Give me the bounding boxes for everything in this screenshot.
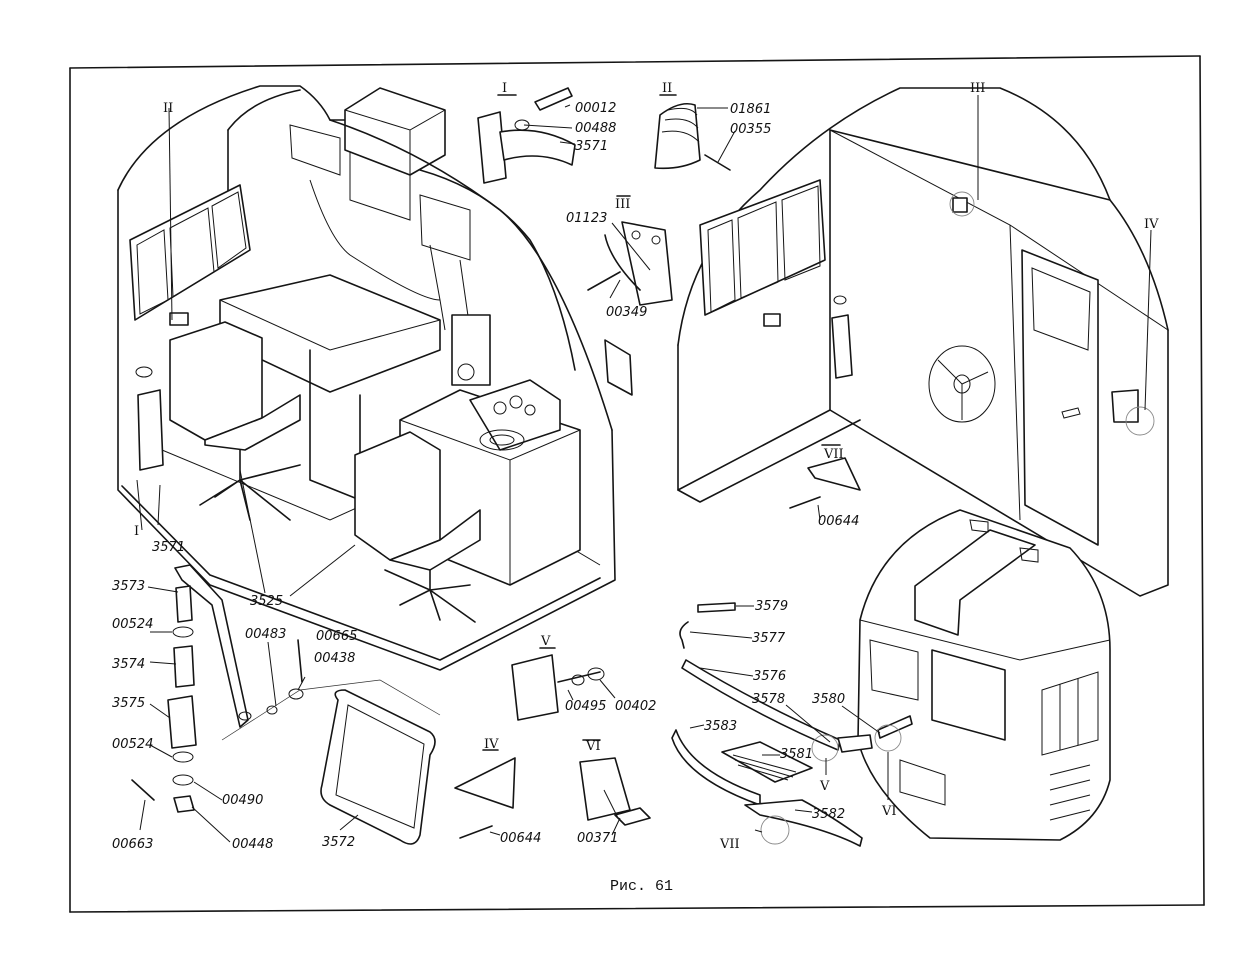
label-00644-left: 00644	[500, 831, 541, 846]
label-3582: 3582	[812, 807, 845, 822]
post-assembly	[131, 564, 304, 813]
label-3583: 3583	[704, 719, 737, 734]
view-marker-I: I	[502, 81, 507, 96]
figure-caption: Рис. 61	[610, 878, 673, 895]
view-marker-II: II	[662, 81, 672, 96]
cushion-3572	[221, 679, 441, 845]
label-00483: 00483	[245, 627, 286, 642]
view-marker-II-left: II	[163, 101, 173, 116]
label-3525: 3525	[250, 594, 283, 609]
label-00488: 00488	[575, 121, 616, 136]
label-00349: 00349	[606, 305, 647, 320]
view-marker-I-left: I	[134, 524, 139, 539]
leader-lines-parts	[139, 104, 889, 843]
label-3578: 3578	[752, 692, 785, 707]
label-00524-top: 00524	[112, 617, 153, 632]
leader-lines-right	[977, 95, 1152, 411]
trim-parts	[671, 602, 913, 847]
label-00371: 00371	[577, 831, 618, 846]
cab-shell-right	[677, 87, 1169, 597]
view-marker-VII-right: VII	[823, 447, 844, 462]
leader-lines-left	[136, 107, 356, 597]
detail-VI	[579, 739, 651, 826]
label-3571: 3571	[575, 139, 608, 154]
cab-interior-left	[117, 85, 633, 671]
label-3575: 3575	[112, 696, 145, 711]
detail-VII	[789, 444, 861, 509]
detail-IV	[454, 749, 516, 839]
view-markers: II I I II III III IV VII V IV VI V VI VI…	[134, 81, 1159, 852]
label-3581: 3581	[780, 747, 813, 762]
label-3574: 3574	[112, 657, 145, 672]
part-number-labels: 00012 00488 3571 01861 00355 01123 00349…	[112, 101, 859, 852]
view-marker-VI-nose: VI	[881, 804, 897, 819]
view-marker-V: V	[540, 634, 551, 649]
label-3580: 3580	[812, 692, 845, 707]
label-3576: 3576	[753, 669, 786, 684]
view-marker-IV-right: IV	[1144, 217, 1159, 232]
label-00355: 00355	[730, 122, 771, 137]
detail-V	[511, 647, 605, 721]
label-00448: 00448	[232, 837, 273, 852]
label-3577: 3577	[752, 631, 786, 646]
detail-II	[654, 94, 731, 171]
label-00495: 00495	[565, 699, 606, 714]
detail-III	[587, 195, 673, 306]
label-00524-bottom: 00524	[112, 737, 153, 752]
label-00438: 00438	[314, 651, 355, 666]
label-00663: 00663	[112, 837, 153, 852]
label-3579: 3579	[755, 599, 788, 614]
label-00402: 00402	[615, 699, 656, 714]
label-00644-right: 00644	[818, 514, 859, 529]
detail-I	[477, 87, 576, 184]
label-00012: 00012	[575, 101, 616, 116]
label-00665: 00665	[316, 629, 357, 644]
label-3571-left: 3571	[152, 540, 185, 555]
label-01123: 01123	[566, 211, 607, 226]
view-marker-V-nose: V	[819, 779, 830, 794]
label-3573: 3573	[112, 579, 145, 594]
view-marker-III-right: III	[970, 81, 985, 96]
label-01861: 01861	[730, 102, 771, 117]
view-marker-IV: IV	[484, 737, 499, 752]
view-marker-III: III	[615, 197, 630, 212]
drawing-frame	[69, 55, 1205, 913]
cab-front-nose	[857, 509, 1111, 841]
view-marker-VI: VI	[585, 739, 601, 754]
label-3572: 3572	[322, 835, 355, 850]
label-00490: 00490	[222, 793, 263, 808]
view-marker-VII-nose: VII	[719, 837, 740, 852]
